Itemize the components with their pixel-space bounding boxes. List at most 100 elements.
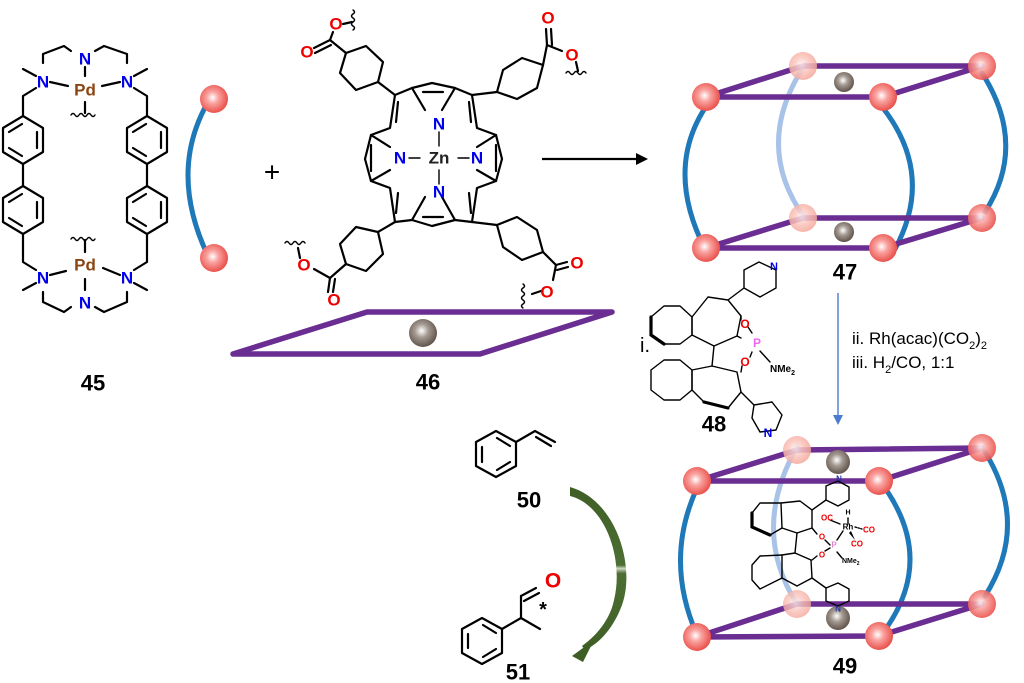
bond bbox=[376, 220, 397, 234]
node-sphere bbox=[968, 434, 996, 462]
atom-n: N bbox=[471, 149, 483, 168]
plus-sign: + bbox=[264, 157, 280, 188]
bond bbox=[93, 290, 129, 314]
node-sphere bbox=[865, 467, 893, 495]
node-sphere bbox=[683, 623, 711, 651]
bond bbox=[740, 365, 743, 373]
bond bbox=[312, 267, 332, 280]
atom-pd: Pd bbox=[74, 81, 96, 100]
atom-n: N bbox=[835, 605, 841, 614]
bond bbox=[811, 499, 827, 511]
atom-n: N bbox=[433, 115, 445, 134]
bond bbox=[48, 269, 68, 277]
bond bbox=[522, 591, 541, 603]
linker-arc bbox=[882, 485, 913, 633]
bond bbox=[541, 43, 549, 67]
bond bbox=[544, 27, 549, 47]
atom-n: N bbox=[37, 269, 49, 288]
stereocenter-mark: * bbox=[539, 599, 547, 621]
linker-arc bbox=[880, 105, 915, 252]
benzene-ring bbox=[780, 500, 813, 534]
compound-51: O * 51 bbox=[460, 570, 561, 683]
atom-o: O bbox=[327, 291, 340, 310]
bond bbox=[481, 647, 498, 659]
aryl-ester: O O bbox=[300, 9, 397, 97]
bond bbox=[854, 526, 863, 530]
linker-arc bbox=[185, 99, 211, 259]
atom-o: O bbox=[545, 570, 561, 593]
bond bbox=[574, 60, 580, 73]
bond bbox=[331, 277, 337, 294]
bond bbox=[132, 281, 149, 292]
compound-47: 47 bbox=[682, 52, 1009, 285]
bond bbox=[7, 122, 24, 134]
arrow-head bbox=[636, 153, 648, 165]
atom-n: N bbox=[79, 50, 91, 69]
bond bbox=[21, 67, 38, 78]
atom-h: H bbox=[845, 510, 850, 517]
compound-50: 50 bbox=[474, 429, 557, 513]
node-sphere bbox=[783, 590, 811, 618]
atom-o: O bbox=[740, 355, 749, 369]
bond bbox=[481, 623, 498, 635]
curved-arrow-head bbox=[572, 640, 594, 662]
bond bbox=[519, 586, 538, 598]
bond bbox=[534, 435, 553, 448]
bond bbox=[369, 86, 414, 137]
benzene-ring bbox=[495, 215, 545, 262]
nme2-group: NMe2 bbox=[842, 558, 860, 567]
node-sphere bbox=[683, 467, 711, 495]
step-label: i. bbox=[640, 335, 650, 357]
node-sphere bbox=[200, 244, 228, 272]
bond bbox=[467, 100, 473, 124]
bond bbox=[551, 263, 558, 282]
carbonyl-co: CO bbox=[863, 526, 875, 535]
node-sphere bbox=[692, 83, 720, 111]
compound-46: N N N N Zn O O O bbox=[230, 9, 615, 395]
compound-label-45: 45 bbox=[81, 371, 105, 396]
bond bbox=[740, 391, 755, 406]
pyridine-ring bbox=[751, 401, 783, 433]
bond bbox=[296, 246, 302, 260]
bond bbox=[394, 191, 400, 215]
reaction-arrow bbox=[542, 153, 648, 165]
rh-catalyst: N N O P O OC H Rh C bbox=[750, 475, 875, 614]
linker-cartoon bbox=[185, 85, 228, 272]
zn-sphere bbox=[834, 222, 854, 242]
aryl-ester: O O bbox=[470, 9, 587, 101]
bond bbox=[475, 133, 504, 183]
porphyrin-core: N N N N Zn bbox=[363, 81, 504, 228]
linker-arc bbox=[682, 105, 708, 252]
zn-sphere bbox=[834, 72, 854, 92]
atom-n: N bbox=[121, 269, 133, 288]
porphyrin-plate bbox=[230, 309, 615, 357]
atom-o: O bbox=[540, 283, 553, 302]
wavy-bond bbox=[565, 70, 587, 76]
bond bbox=[794, 532, 798, 554]
bond bbox=[7, 146, 24, 158]
atom-o: O bbox=[329, 15, 342, 34]
compound-48: i. N N O P O NMe2 48 bbox=[640, 261, 795, 440]
node-sphere bbox=[968, 204, 996, 232]
bond bbox=[131, 146, 148, 158]
pyridine-ring bbox=[743, 261, 777, 298]
aryl-ester: O O bbox=[470, 215, 584, 309]
compound-label-51: 51 bbox=[506, 660, 530, 683]
bond bbox=[514, 429, 557, 444]
bond bbox=[131, 216, 148, 228]
bond bbox=[747, 326, 753, 334]
bond bbox=[369, 179, 414, 224]
wavy-bond bbox=[520, 283, 526, 309]
bond bbox=[410, 81, 457, 112]
atom-o: O bbox=[819, 533, 825, 542]
atom-n: N bbox=[764, 426, 773, 440]
compound-label-48: 48 bbox=[702, 412, 726, 437]
zn-sphere bbox=[409, 319, 437, 347]
bond bbox=[541, 250, 558, 267]
bond bbox=[470, 220, 499, 227]
bond bbox=[41, 290, 73, 314]
wedge-bond bbox=[849, 531, 855, 540]
aryl-ester: O O bbox=[284, 220, 397, 310]
bond bbox=[811, 577, 827, 589]
node-sphere bbox=[783, 436, 811, 464]
